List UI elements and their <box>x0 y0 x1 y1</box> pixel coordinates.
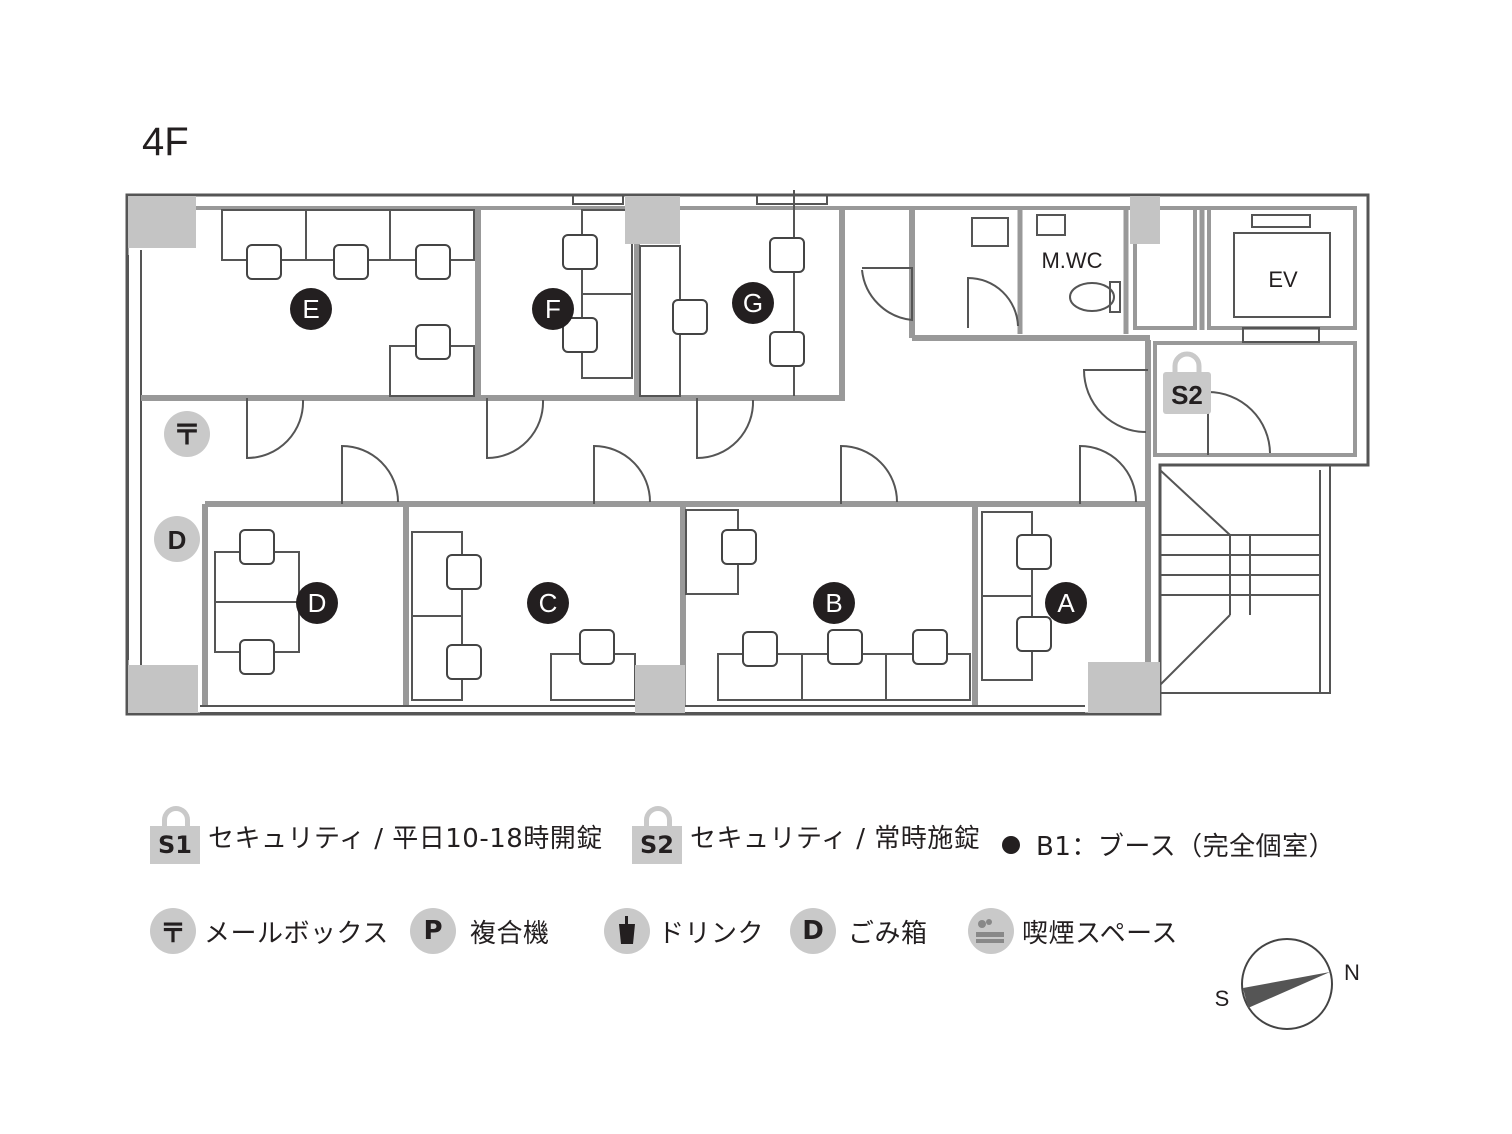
lock-icon: S1 <box>150 806 200 866</box>
copier-icon: P <box>410 908 456 954</box>
svg-text:S2: S2 <box>1171 380 1203 410</box>
room-label-b: B <box>825 588 842 618</box>
chairs <box>239 234 1052 680</box>
trash-icon: D <box>154 516 200 562</box>
legend-booth-text: B1：ブース（完全個室） <box>1036 832 1336 862</box>
legend-smoking: 喫煙スペース <box>968 908 1178 954</box>
room-markers: E F G D C B A <box>290 282 1087 624</box>
legend-trash: D ごみ箱 <box>790 908 928 954</box>
booth-dot-icon <box>1002 835 1020 854</box>
mailbox-icon: 〒 <box>164 411 210 457</box>
compass: N S <box>1215 938 1360 1030</box>
legend-drink-text: ドリンク <box>658 918 765 949</box>
room-label-e: E <box>302 294 319 324</box>
legend-copier-text: 複合機 <box>470 918 550 949</box>
legend-drink: ドリンク <box>604 908 764 954</box>
svg-text:D: D <box>168 525 187 555</box>
legend-s2: S2 セキュリティ / 常時施錠 <box>632 806 980 866</box>
room-label-g: G <box>743 288 763 318</box>
compass-north: N <box>1344 960 1360 985</box>
s2-lock-icon: S2 <box>1163 351 1211 414</box>
room-label-a: A <box>1057 588 1075 618</box>
svg-text:〒: 〒 <box>173 418 201 451</box>
legend-s1: S1 セキュリティ / 平日10-18時開錠 <box>150 806 603 866</box>
compass-south: S <box>1215 986 1230 1011</box>
lock-icon: S2 <box>632 806 682 866</box>
legend-s1-text: セキュリティ / 平日10-18時開錠 <box>208 823 603 854</box>
smoking-icon <box>968 908 1014 954</box>
floor-label: 4F <box>142 120 189 164</box>
cup-icon <box>604 908 650 954</box>
ev-label: EV <box>1268 267 1298 292</box>
mwc-label: M.WC <box>1041 248 1102 273</box>
trash-icon: D <box>790 908 836 954</box>
mailbox-icon: 〒 <box>150 908 196 954</box>
legend-mailbox-text: メールボックス <box>204 918 389 949</box>
legend-copier: P 複合機 <box>410 908 550 954</box>
legend-s2-text: セキュリティ / 常時施錠 <box>690 823 981 854</box>
legend-mailbox: 〒 メールボックス <box>150 908 389 954</box>
legend-trash-text: ごみ箱 <box>848 918 928 949</box>
room-label-f: F <box>545 294 561 324</box>
pillars <box>128 196 1160 713</box>
legend-smoking-text: 喫煙スペース <box>1022 918 1178 949</box>
room-label-d: D <box>308 588 327 618</box>
legend-booth: B1：ブース（完全個室） <box>1002 826 1335 863</box>
room-label-c: C <box>539 588 558 618</box>
